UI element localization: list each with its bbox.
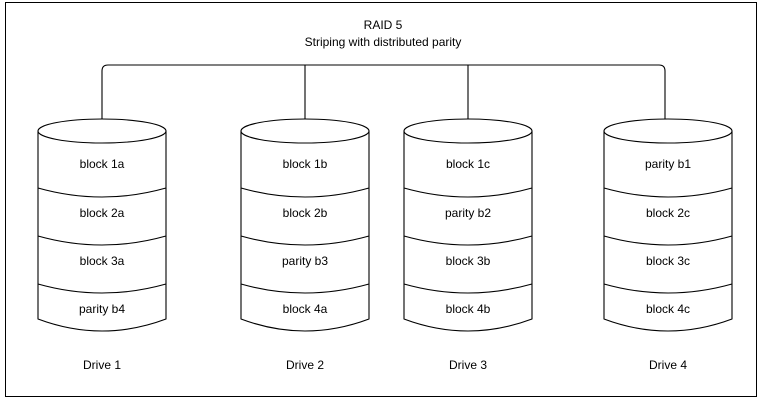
drive-3-top [403,118,533,144]
drive-2-divider-3 [240,283,370,294]
drive-3-divider-3 [403,283,533,294]
drive-1-divider-1 [37,187,167,198]
drive-3-block-3-label: block 3b [446,254,491,268]
drive-2-block-2-label: block 2b [283,206,328,220]
diagram-title: RAID 5 [364,18,403,32]
drive-4-block-1-label: parity b1 [645,157,691,171]
drive-cylinder-1[interactable]: block 1a block 2a block 3a parity b4 Dri… [37,118,167,372]
drive-cylinder-3[interactable]: block 1c parity b2 block 3b block 4b Dri… [403,118,533,372]
drive-1-block-3-label: block 3a [80,254,125,268]
drive-3-label: Drive 3 [449,358,487,372]
drive-2-top [240,118,370,144]
drive-1-divider-3 [37,283,167,294]
drive-cylinder-2[interactable]: block 1b block 2b parity b3 block 4a Dri… [240,118,370,372]
drive-2-divider-1 [240,187,370,198]
drive-1-divider-2 [37,235,167,246]
drive-4-label: Drive 4 [649,358,687,372]
diagram-subtitle: Striping with distributed parity [305,35,462,49]
drive-2-block-1-label: block 1b [283,157,328,171]
drive-4-block-4-label: block 4c [646,302,690,316]
raid-controller-bus [101,64,666,125]
drive-4-divider-2 [603,235,733,246]
drive-4-divider-3 [603,283,733,294]
drive-3-block-1-label: block 1c [446,157,490,171]
drive-3-divider-1 [403,187,533,198]
drive-1-block-2-label: block 2a [80,206,125,220]
drive-1-block-1-label: block 1a [80,157,125,171]
drive-3-block-4-label: block 4b [446,302,491,316]
drive-1-label: Drive 1 [83,358,121,372]
drive-4-divider-1 [603,187,733,198]
drive-1-block-4-label: parity b4 [79,302,125,316]
drive-1-top [37,118,167,144]
drive-2-block-3-label: parity b3 [282,254,328,268]
drive-2-label: Drive 2 [286,358,324,372]
bus-rail [101,64,666,123]
drive-cylinder-4[interactable]: parity b1 block 2c block 3c block 4c Dri… [603,118,733,372]
drive-2-block-4-label: block 4a [283,302,328,316]
drive-2-divider-2 [240,235,370,246]
drive-4-block-2-label: block 2c [646,206,690,220]
drive-3-block-2-label: parity b2 [445,206,491,220]
drive-3-divider-2 [403,235,533,246]
drive-4-block-3-label: block 3c [646,254,690,268]
drive-4-top [603,118,733,144]
